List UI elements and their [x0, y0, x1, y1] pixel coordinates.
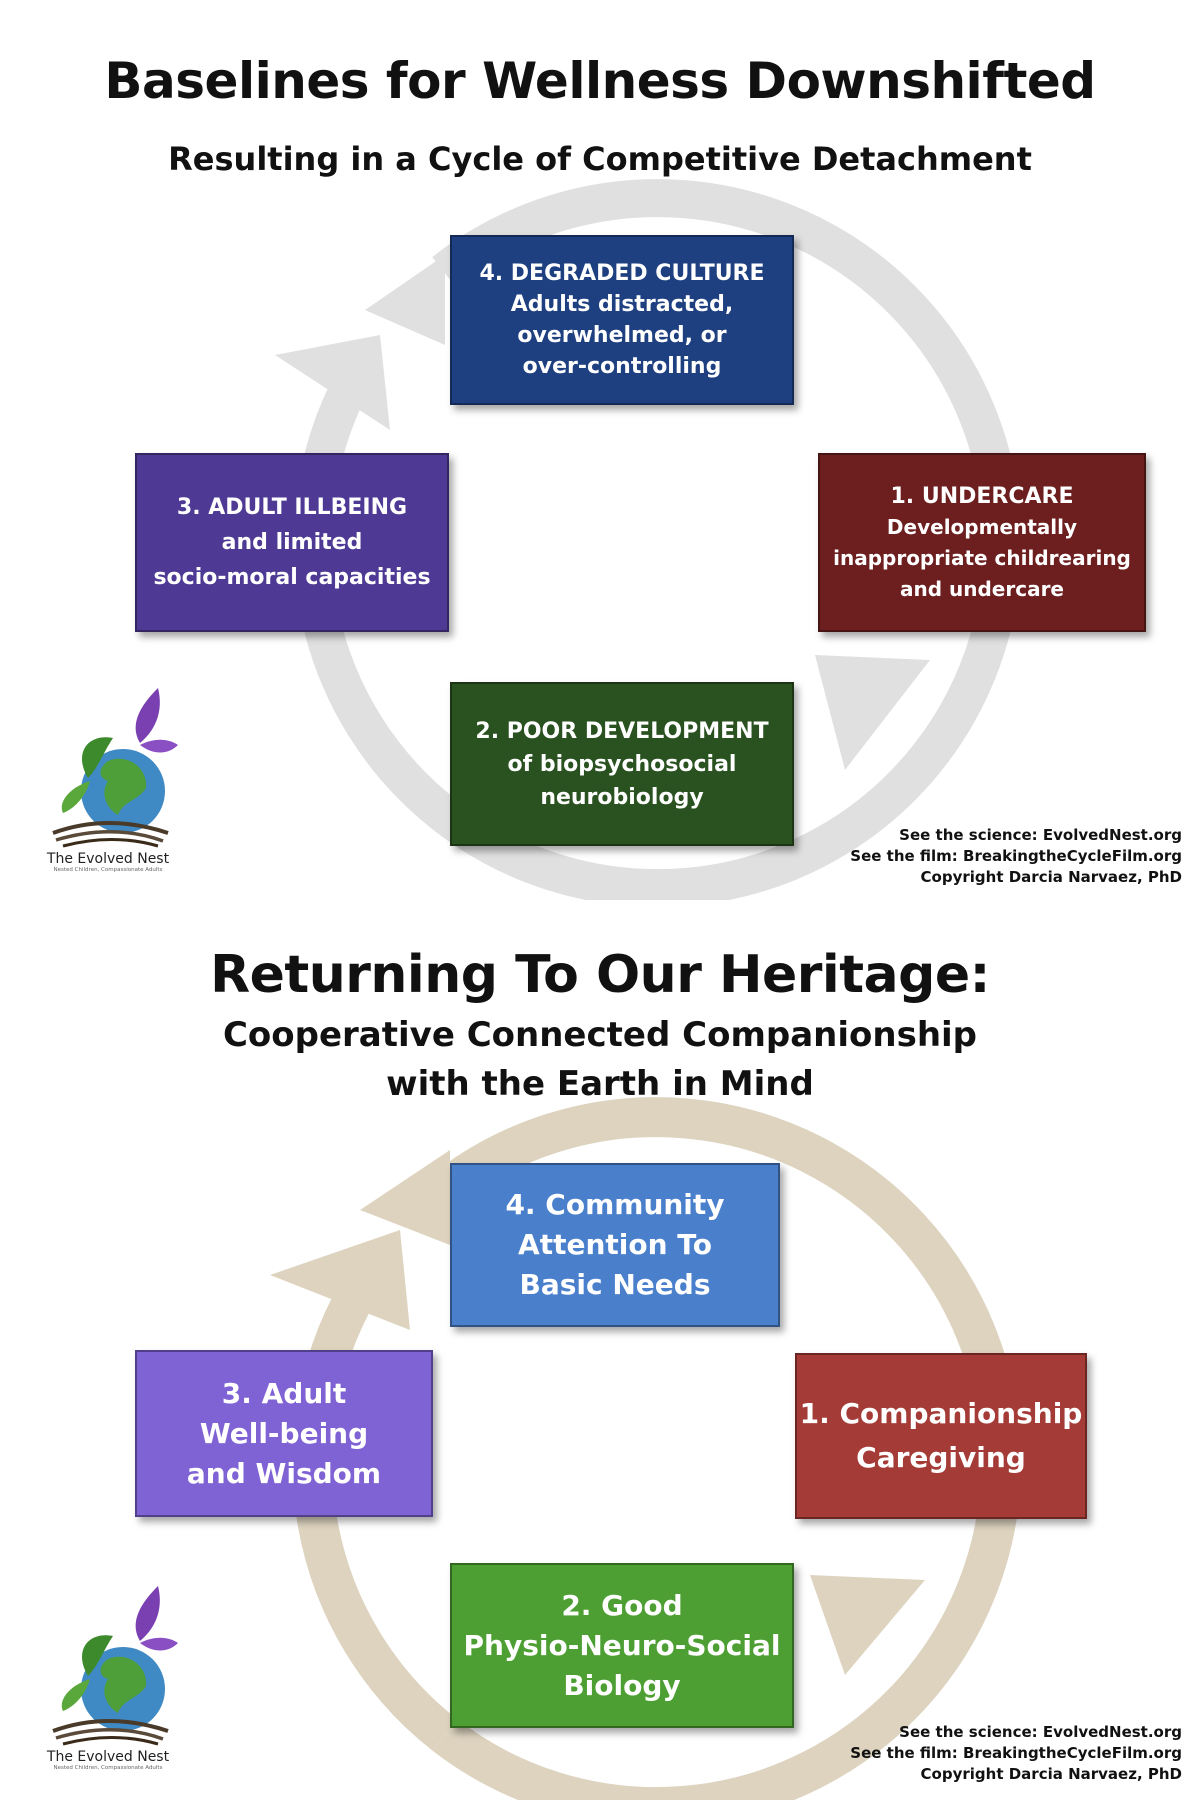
credits-bottom: See the science: EvolvedNest.org See the…: [850, 1722, 1182, 1785]
community-line-1: 4. Community: [505, 1188, 725, 1221]
box-degraded-culture: 4. DEGRADED CULTURE Adults distracted, o…: [450, 235, 794, 405]
companionship-line-2: Caregiving: [856, 1441, 1026, 1474]
wellbeing-line-3: and Wisdom: [186, 1456, 382, 1490]
top-arrow-head-left: [275, 335, 390, 430]
logo-name: The Evolved Nest: [46, 1749, 170, 1765]
companionship-line-1: 1. Companionship: [799, 1397, 1083, 1430]
bottom-arrow-head-left: [270, 1230, 410, 1330]
evolved-nest-emblem-icon: [52, 1586, 178, 1746]
logo-tagline: Nested Children, Compassionate Adults: [53, 1765, 163, 1771]
culture-line-2: Adults distracted,: [510, 292, 734, 317]
credit-science: See the science: EvolvedNest.org: [899, 1723, 1182, 1741]
logo-tagline: Nested Children, Compassionate Adults: [53, 867, 163, 873]
bottom-title: Returning To Our Heritage:: [210, 945, 990, 1005]
top-arrow-head-top: [365, 255, 445, 345]
biology-line-3: Biology: [563, 1668, 681, 1702]
logo-name: The Evolved Nest: [46, 851, 170, 867]
bottom-subtitle-line-1: Cooperative Connected Companionship: [222, 1015, 978, 1055]
undercare-line-2: Developmentally: [886, 514, 1078, 539]
evolved-nest-emblem-icon: [52, 688, 178, 848]
credit-copyright: Copyright Darcia Narvaez, PhD: [920, 1765, 1182, 1783]
wellbeing-line-2: Well-being: [199, 1416, 369, 1450]
development-line-1: 2. POOR DEVELOPMENT: [475, 718, 769, 744]
undercare-line-3: inappropriate childrearing: [833, 545, 1131, 570]
culture-line-3: overwhelmed, or: [517, 323, 727, 348]
credit-film: See the film: BreakingtheCycleFilm.org: [850, 847, 1182, 865]
illbeing-line-2: and limited: [221, 530, 363, 555]
community-line-2: Attention To: [518, 1228, 712, 1261]
top-subtitle: Resulting in a Cycle of Competitive Deta…: [168, 140, 1032, 178]
culture-line-4: over-controlling: [522, 354, 722, 379]
wellbeing-line-1: 3. Adult: [221, 1376, 347, 1410]
top-title: Baselines for Wellness Downshifted: [104, 52, 1096, 110]
box-community: 4. Community Attention To Basic Needs: [450, 1163, 780, 1327]
development-line-3: neurobiology: [540, 784, 704, 810]
box-poor-development: 2. POOR DEVELOPMENT of biopsychosocial n…: [450, 682, 794, 846]
bottom-arrow-head-right: [810, 1575, 925, 1675]
biology-line-2: Physio-Neuro-Social: [463, 1628, 781, 1662]
bottom-arrow-head-top: [360, 1150, 450, 1245]
illbeing-line-1: 3. ADULT ILLBEING: [176, 495, 408, 520]
biology-line-1: 2. Good: [561, 1588, 683, 1622]
community-line-3: Basic Needs: [519, 1268, 711, 1301]
top-arrow-head-right: [815, 655, 930, 770]
bottom-subtitle-line-2: with the Earth in Mind: [386, 1064, 814, 1104]
box-good-biology: 2. Good Physio-Neuro-Social Biology: [450, 1563, 794, 1728]
undercare-line-1: 1. UNDERCARE: [890, 483, 1074, 509]
culture-line-1: 4. DEGRADED CULTURE: [479, 261, 765, 286]
evolved-nest-logo-bottom: The Evolved Nest Nested Children, Compas…: [28, 1581, 188, 1771]
box-adult-illbeing: 3. ADULT ILLBEING and limited socio-mora…: [135, 453, 449, 632]
box-adult-wellbeing: 3. Adult Well-being and Wisdom: [135, 1350, 433, 1517]
illbeing-line-3: socio-moral capacities: [153, 565, 431, 590]
box-undercare: 1. UNDERCARE Developmentally inappropria…: [818, 453, 1146, 632]
development-line-2: of biopsychosocial: [507, 751, 737, 777]
evolved-nest-logo-top: The Evolved Nest Nested Children, Compas…: [28, 683, 188, 873]
undercare-line-4: and undercare: [899, 576, 1064, 601]
credit-film: See the film: BreakingtheCycleFilm.org: [850, 1744, 1182, 1762]
credits-top: See the science: EvolvedNest.org See the…: [850, 825, 1182, 888]
box-companionship: 1. Companionship Caregiving: [795, 1353, 1087, 1519]
credit-science: See the science: EvolvedNest.org: [899, 826, 1182, 844]
bottom-ring-arc-left: [292, 1269, 458, 1751]
credit-copyright: Copyright Darcia Narvaez, PhD: [920, 868, 1182, 886]
